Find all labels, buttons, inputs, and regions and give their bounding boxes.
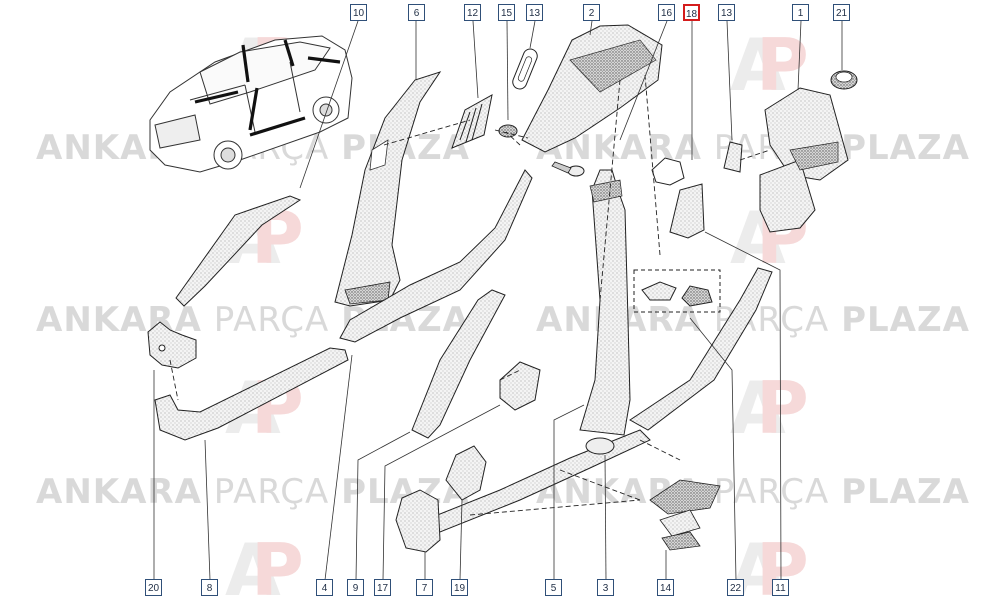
callout-14: 14: [657, 579, 674, 596]
callout-17: 17: [374, 579, 391, 596]
part-6-a-pillar-trim: [334, 71, 442, 307]
callout-15: 15: [498, 4, 515, 21]
part-5-b-pillar-trim: [579, 169, 631, 436]
part-19-bracket: [445, 445, 487, 501]
group-box-22: [633, 269, 721, 313]
part-12-vent-grille: [451, 94, 493, 149]
part-8-front-sill: [154, 347, 349, 441]
callout-20: 20: [145, 579, 162, 596]
part-18-clip: [651, 157, 685, 186]
callout-5: 5: [545, 579, 562, 596]
assembly-lines: [169, 74, 771, 516]
callout-7: 7: [416, 579, 433, 596]
part-20-bracket: [147, 321, 197, 369]
watermark-row-3: ANKARA PARÇA PLAZA: [36, 472, 470, 512]
part-7-kick-panel: [395, 489, 441, 553]
part-15-clip: [498, 124, 518, 138]
callout-11: 11: [772, 579, 789, 596]
car-trim-highlights: [194, 39, 341, 137]
part-13-bracket-right: [723, 141, 743, 173]
part-13-bracket-top: [512, 48, 538, 90]
leader-lines: [153, 20, 843, 581]
part-17-bracket: [499, 361, 541, 411]
part-9-b-pillar-lower: [411, 289, 506, 439]
callout-1: 1: [792, 4, 809, 21]
callout-2: 2: [583, 4, 600, 21]
part-rear-sill-strip: [629, 267, 773, 431]
callout-8: 8: [201, 579, 218, 596]
part-11-cover: [669, 183, 705, 239]
callout-13-right: 13: [718, 4, 735, 21]
part-10-roof-trim: [175, 195, 302, 307]
callout-6: 6: [408, 4, 425, 21]
callout-22: 22: [727, 579, 744, 596]
callout-21: 21: [833, 4, 850, 21]
callout-18-highlighted: 18: [683, 4, 700, 21]
part-21-cap: [830, 70, 858, 90]
part-16-screw: [551, 161, 585, 177]
callout-4: 4: [316, 579, 333, 596]
callout-12: 12: [464, 4, 481, 21]
callout-19: 19: [451, 579, 468, 596]
part-4-sill-trim: [339, 169, 533, 343]
part-3-rear-sill: [418, 429, 651, 533]
part-14-clip-set: [649, 479, 721, 551]
callout-10: 10: [350, 4, 367, 21]
part-1-rear-side-trim: [759, 87, 849, 233]
callout-16: 16: [658, 4, 675, 21]
callout-3: 3: [597, 579, 614, 596]
callout-13-top: 13: [526, 4, 543, 21]
car-outline: [149, 35, 353, 173]
callout-9: 9: [347, 579, 364, 596]
